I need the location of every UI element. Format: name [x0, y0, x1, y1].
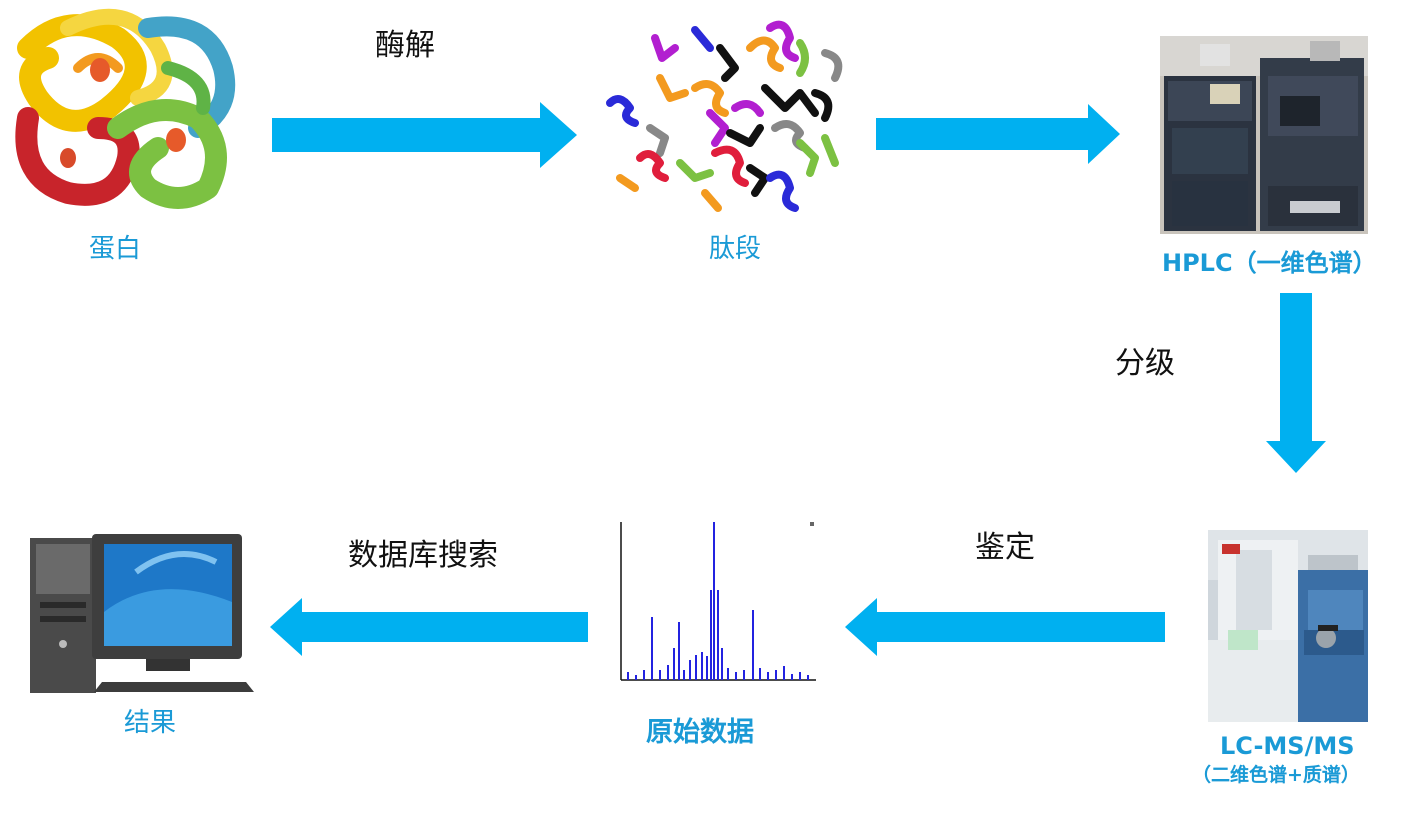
result-node [26, 532, 254, 696]
rawdata-node [618, 520, 818, 682]
db-search-label: 数据库搜索 [348, 538, 498, 573]
peptide-node [600, 18, 855, 213]
arrow-left-icon [845, 598, 1165, 656]
spectrum-chart-icon [620, 522, 816, 681]
hplc-label: HPLC（一维色谱） [1162, 249, 1377, 277]
protein-label: 蛋白 [88, 234, 141, 264]
arrow-down-icon [1266, 293, 1326, 473]
hplc-node [1160, 36, 1368, 234]
protein-structure-icon [15, 8, 236, 209]
arrow-left-icon [270, 598, 588, 656]
arrow-identification [845, 598, 1165, 656]
digest-label: 酶解 [375, 28, 435, 63]
peptide-label: 肽段 [708, 234, 761, 264]
lcms-instrument-icon [1208, 530, 1368, 722]
computer-icon [30, 534, 254, 693]
hplc-instrument-icon [1160, 36, 1368, 234]
arrow-right-icon [272, 102, 577, 168]
protein-node [8, 8, 238, 213]
identification-label: 鉴定 [975, 530, 1035, 565]
arrow-to-hplc [876, 104, 1120, 164]
arrow-db-search [270, 598, 588, 656]
result-label: 结果 [123, 708, 176, 738]
rawdata-label: 原始数据 [646, 717, 754, 748]
lcms-node [1208, 530, 1368, 722]
arrow-digest [272, 102, 577, 168]
fractionation-label: 分级 [1115, 346, 1175, 381]
arrow-right-icon [876, 104, 1120, 164]
lcms-label: LC-MS/MS [1220, 732, 1355, 760]
peptide-fragments-icon [606, 20, 843, 212]
lcms-sublabel: （二维色谱+质谱） [1192, 764, 1360, 786]
arrow-fractionation [1266, 293, 1326, 473]
